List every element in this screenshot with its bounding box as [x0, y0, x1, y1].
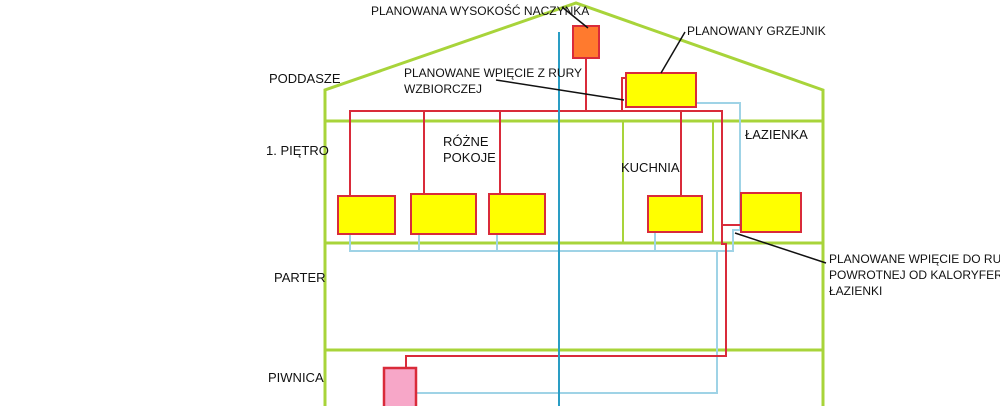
room-label-bathroom: ŁAZIENKA: [745, 127, 808, 142]
leader-riser: [495, 79, 625, 101]
radiator-attic-planned: [625, 72, 697, 108]
floor-label-attic: PODDASZE: [269, 71, 341, 86]
boiler: [382, 366, 418, 406]
floor-label-basement: PIWNICA: [268, 370, 324, 385]
floor-label-ground: PARTER: [274, 270, 326, 285]
house-outline: [323, 1, 825, 406]
roof-outline: [323, 1, 825, 406]
supply-pipe-top: [349, 110, 741, 226]
radiators: [337, 72, 802, 235]
supply-pipe-down: [405, 225, 727, 368]
leader-return: [734, 232, 827, 264]
expansion-tank: [572, 25, 600, 59]
room-label-kitchen: KUCHNIA: [621, 160, 680, 175]
callout-return-1: PLANOWANE WPIĘCIE DO RURY: [829, 252, 1000, 266]
radiator-room-3: [488, 193, 546, 235]
callout-riser-2: WZBIORCZEJ: [404, 82, 482, 96]
callout-tank: PLANOWANA WYSOKOŚĆ NACZYNKA: [371, 3, 589, 18]
callout-radiator: PLANOWANY GRZEJNIK: [687, 24, 826, 38]
radiator-room-1: [337, 195, 396, 235]
radiator-bathroom: [740, 192, 802, 233]
supply-pipes: [349, 58, 741, 368]
callout-return-2: POWROTNEJ OD KALORYFERA Z: [829, 268, 1000, 282]
radiator-room-2: [410, 193, 477, 235]
floor-label-first: 1. PIĘTRO: [266, 143, 329, 158]
room-label-various-1: RÓŻNE: [443, 134, 489, 149]
return-pipes: [349, 102, 741, 394]
room-label-various-2: POKOJE: [443, 150, 496, 165]
return-pipe-attic: [690, 102, 741, 230]
leader-tank: [561, 6, 589, 29]
leader-lines: [495, 6, 827, 264]
callout-return-3: ŁAZIENKI: [829, 284, 882, 298]
leader-radiator: [660, 31, 686, 74]
callout-riser-1: PLANOWANE WPIĘCIE Z RURY: [404, 66, 582, 80]
radiator-kitchen: [647, 195, 703, 233]
